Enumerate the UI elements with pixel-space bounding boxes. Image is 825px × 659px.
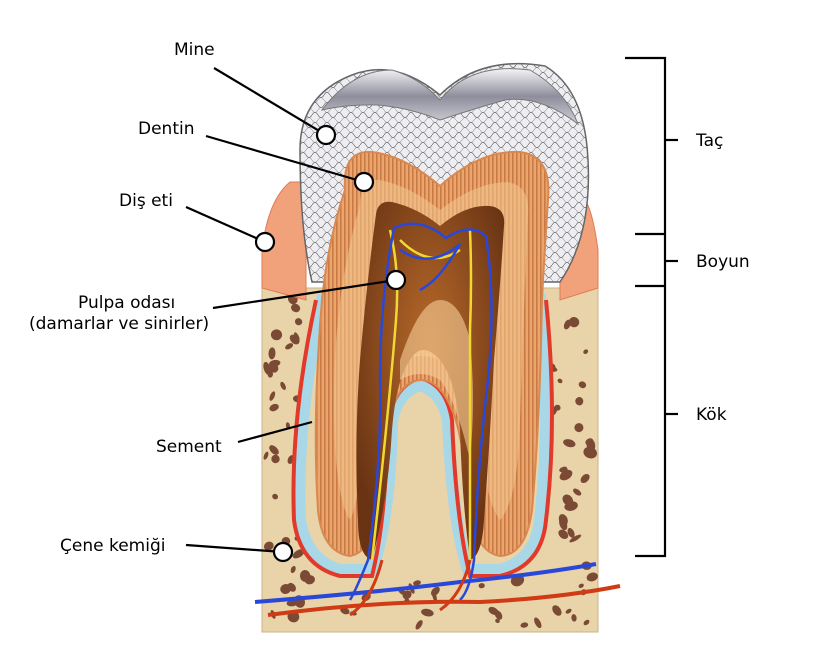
bone-pore — [568, 316, 580, 328]
bone-pore — [268, 347, 276, 360]
label-pulp-line1: Pulpa odası — [78, 293, 175, 313]
jawbone-marker — [272, 541, 294, 563]
bone-pore — [294, 318, 303, 326]
bone-pore — [292, 549, 305, 559]
bone-pore — [578, 381, 587, 389]
bone-pore — [272, 493, 279, 500]
bone-pore — [269, 403, 279, 412]
bone-pore — [495, 618, 500, 623]
label-gum: Diş eti — [119, 191, 173, 211]
bone-pore — [478, 583, 485, 589]
label-jawbone: Çene kemiği — [60, 536, 165, 556]
bone-pore — [402, 590, 412, 600]
bone-pore — [557, 378, 563, 384]
bone-pore — [575, 397, 584, 406]
bone-pore — [583, 446, 597, 459]
bone-pore — [294, 332, 300, 342]
label-enamel: Mine — [174, 40, 215, 60]
bone-pore — [564, 501, 578, 511]
bone-pore — [415, 620, 423, 630]
bone-pore — [569, 534, 582, 543]
bone-pore — [561, 466, 568, 475]
bone-pore — [583, 349, 589, 355]
bone-pore — [534, 617, 542, 629]
bone-pore — [271, 454, 280, 464]
bone-pore — [340, 607, 350, 615]
bone-pore — [263, 361, 271, 375]
bone-pore — [567, 528, 575, 538]
bone-pore — [421, 608, 434, 617]
bone-pore — [268, 359, 281, 367]
bone-pore — [520, 622, 529, 628]
bone-pore — [571, 614, 577, 622]
label-cementum: Sement — [156, 437, 222, 457]
region-label-crown: Taç — [695, 131, 723, 151]
pulp-marker — [385, 269, 407, 291]
bone-pore — [558, 529, 569, 540]
bone-pore — [488, 606, 499, 616]
bone-pore — [291, 303, 301, 313]
callouts: Mine Dentin Diş eti Pulpa odası (damarla… — [29, 40, 407, 563]
bone-pore — [586, 572, 598, 582]
bone-pore — [559, 518, 568, 531]
bone-pore — [431, 589, 438, 603]
dentin-marker — [353, 171, 375, 193]
bone-pore — [270, 329, 283, 341]
bone-pore — [580, 473, 590, 484]
bone-pore — [269, 391, 276, 401]
region-bracket: Taç Boyun Kök — [625, 56, 750, 558]
enamel-marker — [315, 124, 337, 146]
bone-pore — [583, 619, 590, 626]
veins — [254, 222, 597, 604]
bone-pore — [280, 381, 286, 390]
bone-pore — [263, 541, 274, 551]
gum-marker — [254, 231, 276, 253]
region-label-neck: Boyun — [696, 252, 750, 272]
bone-pore — [269, 445, 279, 455]
bone-pore — [304, 575, 315, 585]
bone-pore — [578, 583, 584, 589]
label-dentin: Dentin — [138, 119, 195, 139]
bone-pore — [280, 584, 291, 594]
arteries — [267, 559, 621, 617]
bone-pore — [573, 488, 582, 496]
bone-pore — [563, 439, 576, 448]
pulp-chamber — [356, 201, 505, 560]
bone-pore — [565, 608, 572, 614]
bone-pore — [290, 565, 296, 574]
bone-pore — [413, 580, 421, 586]
label-pulp-line2: (damarlar ve sinirler) — [29, 314, 209, 334]
bone-pore — [574, 423, 584, 433]
region-label-root: Kök — [696, 405, 727, 425]
bone-pore — [285, 343, 294, 350]
bone-pore — [552, 605, 562, 616]
bone-pore — [263, 451, 269, 460]
